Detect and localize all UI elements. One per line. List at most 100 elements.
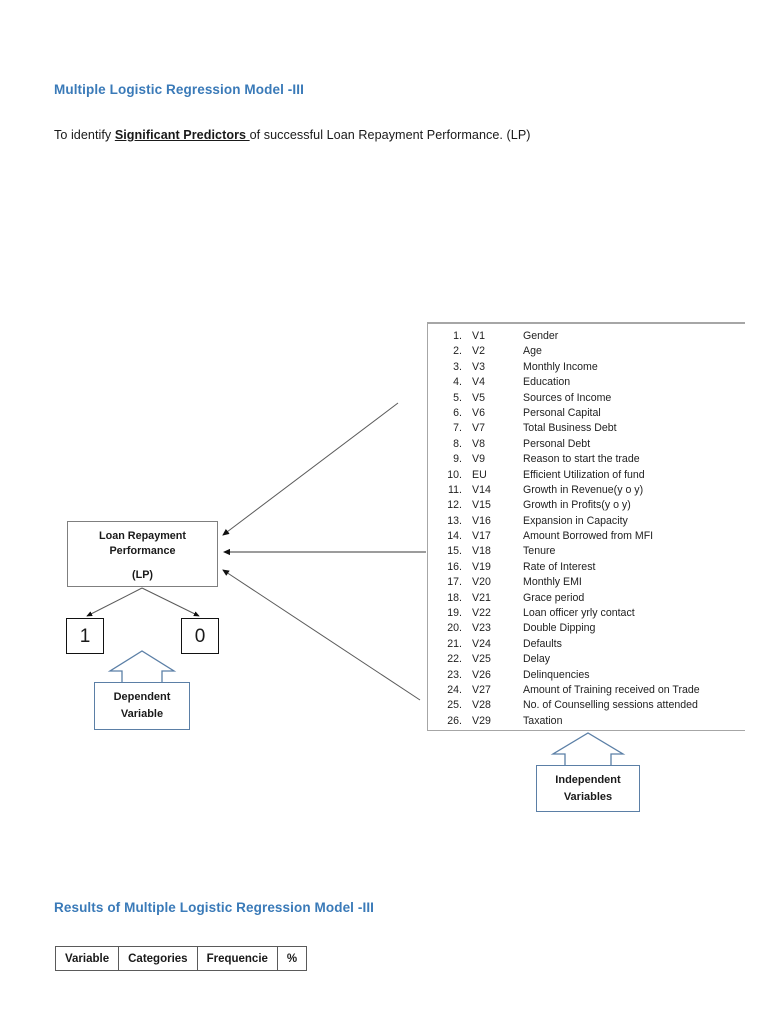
variable-description: Growth in Revenue(y o y)	[523, 483, 644, 496]
dependent-variable-callout: Dependent Variable	[94, 682, 190, 730]
variable-list-item: 7. V7 Total Business Debt	[428, 421, 745, 436]
variable-description: Personal Debt	[523, 437, 591, 450]
variable-description: No. of Counselling sessions attended	[523, 699, 698, 712]
variable-code: V22	[472, 607, 491, 620]
variable-description: Reason to start the trade	[523, 453, 640, 466]
variable-index: 3.	[453, 360, 462, 373]
variable-index: 6.	[453, 406, 462, 419]
variable-index: 16.	[447, 560, 462, 573]
table-column-header: Frequencie	[196, 946, 278, 971]
variable-index: 2.	[453, 345, 462, 358]
variable-index: 15.	[447, 545, 462, 558]
significant-predictors-emphasis: Significant Predictors	[114, 128, 250, 142]
lp-box-abbreviation: (LP)	[132, 569, 153, 581]
variable-code: V9	[472, 453, 485, 466]
variable-index: 26.	[447, 714, 462, 727]
variable-list-item: 11. V14 Growth in Revenue(y o y)	[428, 483, 745, 498]
variable-description: Loan officer yrly contact	[523, 607, 635, 620]
table-column-header: %	[276, 946, 308, 971]
variable-code: V5	[472, 391, 485, 404]
variable-description: Amount Borrowed from MFI	[523, 530, 654, 543]
outcome-box-one: 1	[66, 618, 104, 654]
independent-variables-callout: Independent Variables	[536, 765, 640, 812]
variable-list-item: 10. EU Efficient Utilization of fund	[428, 468, 745, 483]
variable-list-item: 14. V17 Amount Borrowed from MFI	[428, 529, 745, 544]
variable-code: V14	[472, 483, 491, 496]
variable-code: EU	[472, 468, 487, 481]
dependent-callout-line-2: Variable	[120, 708, 164, 720]
loan-repayment-performance-box: Loan Repayment Performance (LP)	[67, 521, 218, 587]
variable-index: 9.	[453, 453, 462, 466]
table-column-header: Categories	[118, 946, 198, 971]
dependent-variable-up-arrow	[107, 650, 177, 682]
variable-description: Personal Capital	[523, 406, 601, 419]
variable-description: Delay	[523, 653, 551, 666]
variable-index: 10.	[447, 468, 462, 481]
variable-index: 1.	[453, 330, 462, 342]
variable-list-item: 2. V2 Age	[428, 344, 745, 359]
variable-code: V17	[472, 530, 491, 543]
variable-description: Education	[523, 376, 571, 389]
variable-description: Efficient Utilization of fund	[523, 468, 645, 481]
independent-callout-line-1: Independent	[555, 773, 621, 786]
variable-index: 17.	[447, 576, 462, 589]
variable-code: V3	[472, 360, 485, 373]
intro-text-after: of successful Loan Repayment Performance…	[249, 128, 531, 142]
arrow-variables-lower	[222, 569, 421, 701]
variable-list-item: 15. V18 Tenure	[428, 544, 745, 559]
variable-description: Rate of Interest	[523, 560, 596, 573]
variable-index: 12.	[447, 499, 462, 512]
outcome-box-zero: 0	[181, 618, 219, 654]
variable-list-item: 26. V29 Taxation	[428, 714, 745, 729]
variable-code: V21	[472, 591, 491, 604]
variable-description: Sources of Income	[523, 391, 612, 404]
variable-description: Growth in Profits(y o y)	[523, 499, 631, 512]
variable-code: V20	[472, 576, 491, 589]
variable-list-item: 9. V9 Reason to start the trade	[428, 452, 745, 467]
variable-description: Double Dipping	[523, 622, 596, 635]
variable-description: Age	[523, 345, 542, 358]
intro-text-before: To identify	[54, 128, 115, 142]
independent-variables-up-arrow	[550, 732, 626, 765]
variable-code: V7	[472, 422, 485, 435]
variable-code: V18	[472, 545, 491, 558]
variable-code: V24	[472, 637, 491, 650]
variable-description: Amount of Training received on Trade	[523, 683, 700, 696]
variable-description: Total Business Debt	[523, 422, 617, 435]
variable-description: Taxation	[523, 714, 563, 727]
dependent-callout-line-1: Dependent	[113, 691, 171, 703]
variable-index: 19.	[447, 607, 462, 620]
variable-index: 23.	[447, 668, 462, 681]
variable-index: 4.	[453, 376, 462, 389]
variable-index: 14.	[447, 530, 462, 543]
table-column-header: Variable	[54, 946, 120, 971]
variable-index: 8.	[453, 437, 462, 450]
variable-index: 25.	[447, 699, 462, 712]
variable-description: Gender	[523, 330, 559, 342]
variable-description: Tenure	[523, 545, 556, 558]
variable-index: 7.	[453, 422, 462, 435]
variable-code: V25	[472, 653, 491, 666]
variable-index: 24.	[447, 683, 462, 696]
variable-code: V29	[472, 714, 491, 727]
independent-callout-line-2: Variables	[563, 790, 613, 803]
variable-code: V16	[472, 514, 491, 527]
lp-box-line-1: Loan Repayment	[99, 530, 186, 542]
variable-index: 11.	[448, 483, 462, 496]
arrow-lp-to-one	[86, 587, 143, 617]
page-title: Multiple Logistic Regression Model -III	[54, 82, 304, 97]
variable-code: V2	[472, 345, 485, 358]
